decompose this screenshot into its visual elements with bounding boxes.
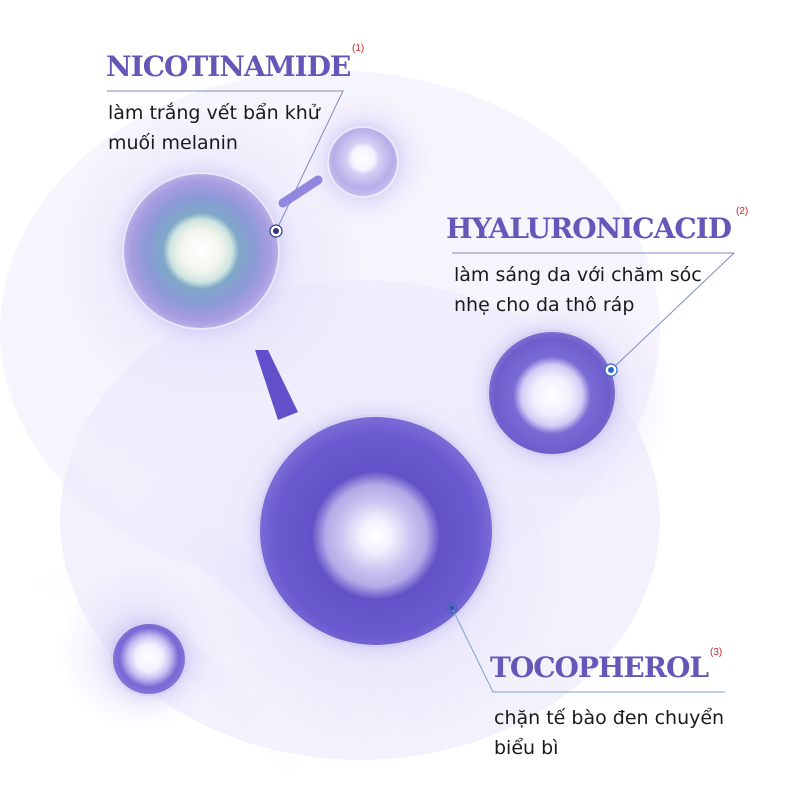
ingredient-ref-hyaluronicacid: (2) <box>736 206 749 217</box>
description-line: biểu bì <box>494 737 559 759</box>
molecule-sphere-icon <box>258 415 494 647</box>
description-line: làm sáng da với chăm sóc <box>454 264 702 286</box>
ingredient-ref-nicotinamide: (1) <box>352 43 365 54</box>
ingredient-description-hyaluronicacid: làm sáng da với chăm sóc nhẹ cho da thô … <box>454 260 702 320</box>
ingredient-description-nicotinamide: làm trắng vết bẩn khử muối melanin <box>108 98 320 158</box>
description-line: nhẹ cho da thô ráp <box>454 294 635 316</box>
ingredient-ref-tocopherol: (3) <box>710 647 723 658</box>
ingredient-description-tocopherol: chặn tế bào đen chuyển biểu bì <box>494 703 724 763</box>
ingredient-title-tocopherol: TOCOPHEROL <box>490 651 709 684</box>
marker-nicotinamide-icon <box>269 224 283 238</box>
description-line: làm trắng vết bẩn khử <box>108 102 320 124</box>
marker-hyaluronicacid-icon <box>604 363 618 377</box>
description-line: muối melanin <box>108 132 238 154</box>
description-line: chặn tế bào đen chuyển <box>494 707 725 729</box>
molecule-sphere-icon <box>111 622 187 696</box>
marker-tocopherol-icon <box>446 602 458 614</box>
ingredient-title-nicotinamide: NICOTINAMIDE <box>106 50 351 83</box>
molecule-sphere-icon <box>122 172 280 330</box>
molecule-sphere-icon <box>487 330 617 456</box>
molecule-sphere-icon <box>327 126 399 198</box>
ingredient-title-hyaluronicacid: HYALURONICACID <box>446 212 732 245</box>
